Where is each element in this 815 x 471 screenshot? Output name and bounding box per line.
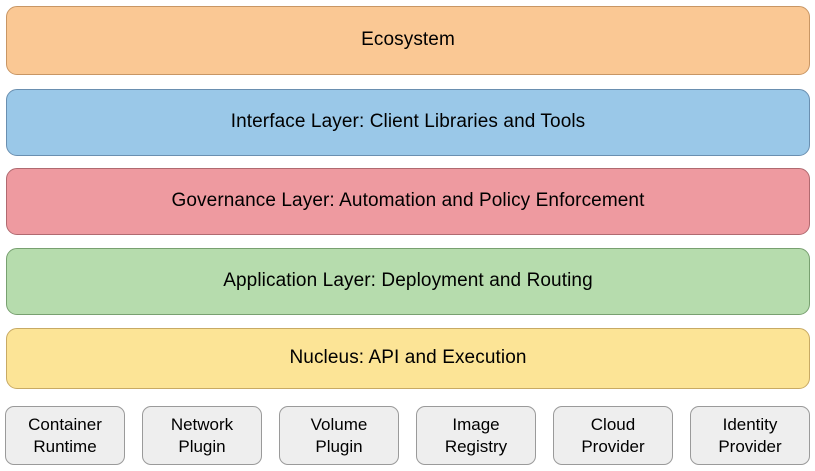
component-cloud-provider: Cloud Provider xyxy=(553,406,673,465)
component-container-runtime-label: Container Runtime xyxy=(24,414,106,457)
component-line-2: Provider xyxy=(718,436,782,456)
component-network-plugin-label: Network Plugin xyxy=(167,414,237,457)
component-line-1: Image xyxy=(452,415,500,435)
component-network-plugin: Network Plugin xyxy=(142,406,262,465)
component-line-2: Plugin xyxy=(178,436,226,456)
component-cloud-provider-label: Cloud Provider xyxy=(577,414,648,457)
layer-ecosystem-label: Ecosystem xyxy=(361,29,455,51)
layer-nucleus: Nucleus: API and Execution xyxy=(6,328,810,389)
component-line-1: Identity xyxy=(722,415,778,435)
layer-ecosystem: Ecosystem xyxy=(6,6,810,75)
layer-governance-label: Governance Layer: Automation and Policy … xyxy=(171,190,645,212)
component-line-2: Registry xyxy=(444,436,508,456)
layer-governance: Governance Layer: Automation and Policy … xyxy=(6,168,810,235)
component-line-1: Volume xyxy=(310,415,368,435)
component-volume-plugin: Volume Plugin xyxy=(279,406,399,465)
component-container-runtime: Container Runtime xyxy=(5,406,125,465)
component-line-2: Plugin xyxy=(315,436,363,456)
component-identity-provider-label: Identity Provider xyxy=(714,414,785,457)
component-volume-plugin-label: Volume Plugin xyxy=(307,414,372,457)
component-identity-provider: Identity Provider xyxy=(690,406,810,465)
component-line-1: Container xyxy=(28,415,102,435)
component-row: Container Runtime Network Plugin Volume … xyxy=(5,406,810,465)
component-line-2: Provider xyxy=(581,436,645,456)
component-image-registry: Image Registry xyxy=(416,406,536,465)
component-line-2: Runtime xyxy=(33,436,97,456)
component-line-1: Network xyxy=(170,415,234,435)
component-line-1: Cloud xyxy=(590,415,636,435)
layer-interface-label: Interface Layer: Client Libraries and To… xyxy=(230,111,586,133)
component-image-registry-label: Image Registry xyxy=(441,414,511,457)
layer-nucleus-label: Nucleus: API and Execution xyxy=(289,347,527,369)
layer-application: Application Layer: Deployment and Routin… xyxy=(6,248,810,315)
layer-interface: Interface Layer: Client Libraries and To… xyxy=(6,89,810,156)
layer-application-label: Application Layer: Deployment and Routin… xyxy=(223,270,593,292)
